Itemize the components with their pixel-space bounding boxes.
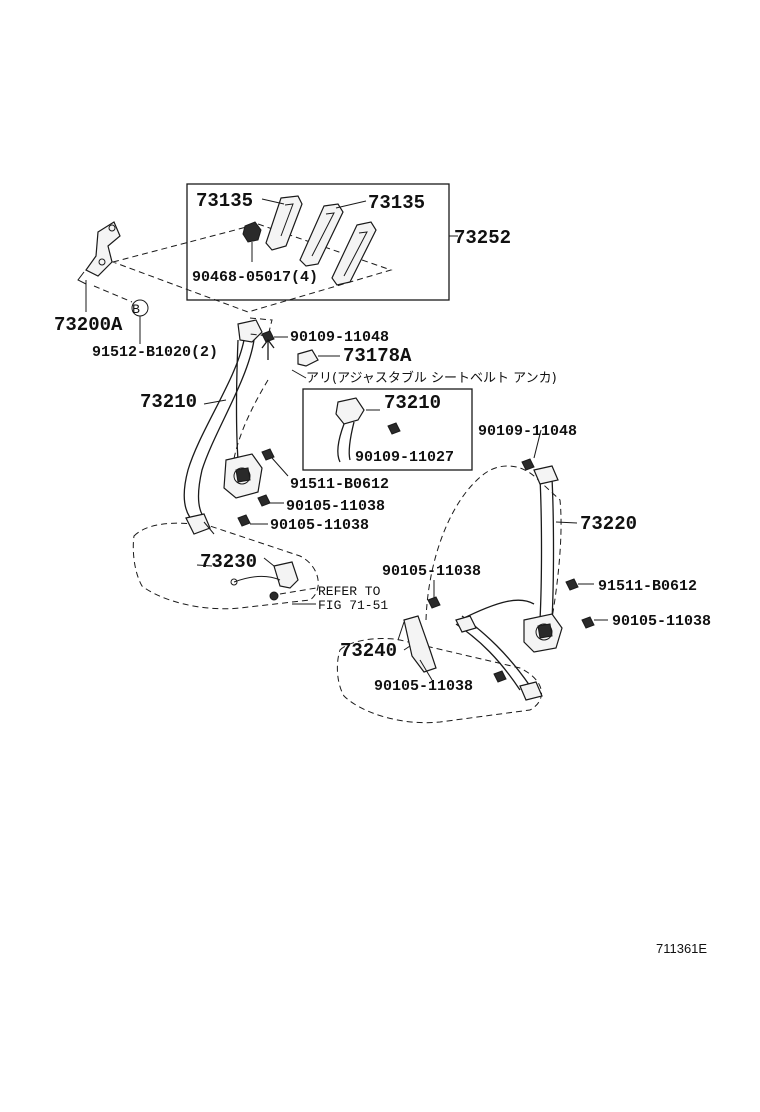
label-73252: 73252 [454,227,511,249]
bolt-90105-d [581,616,595,629]
cover-73135-right [331,221,377,286]
figure-code: 711361E [656,941,707,956]
bolt-90109-11027 [387,422,401,435]
label-90105-b: 90105-11038 [270,517,369,534]
bolt-90105-a [257,494,271,507]
label-73178A: 73178A [343,345,412,367]
anchor-bracket-73200A [77,221,121,312]
label-73230: 73230 [200,551,257,573]
label-refer-line2: FIG 71-51 [318,598,388,613]
label-90468: 90468-05017(4) [192,269,318,286]
label-90105-c: 90105-11038 [382,563,481,580]
nut-refer [269,591,279,601]
bolt-90105-c [427,596,441,609]
bolt-90105-e [493,670,507,683]
label-73210-left: 73210 [140,391,197,413]
label-73200A: 73200A [54,314,123,336]
left-seat-belt-assembly [132,317,340,610]
bolt-90109-top [261,330,275,343]
label-73210-box: 73210 [384,392,441,414]
bolt-90109-right [521,458,535,471]
buckle-73230 [273,561,299,589]
label-90109-right: 90109-11048 [478,423,577,440]
label-73135-a: 73135 [196,190,253,212]
adjuster-cover-73178A [297,349,319,367]
buckle-73240 [403,615,437,673]
label-73135-b: 73135 [368,192,425,214]
cover-73135-middle [299,203,344,267]
callout-labels: 73135 73135 73252 90468-05017(4) 73200A … [54,190,711,956]
label-91511-left: 91511-B0612 [290,476,389,493]
leader-lines [196,198,578,651]
note-adjustable-anchor: アリ(アジャスタブル シートベルト アンカ) [306,370,557,386]
label-90105-e: 90105-11038 [374,678,473,695]
clip-90468 [242,221,262,243]
cover-73135-left [265,195,303,251]
label-73220: 73220 [580,513,637,535]
bolt-90105-b [237,514,251,527]
label-91512: 91512-B1020(2) [92,344,218,361]
label-marker-b: B [132,302,140,317]
marker-b [93,285,149,344]
label-73240: 73240 [340,640,397,662]
label-91511-right: 91511-B0612 [598,578,697,595]
inset-box-73252 [111,183,450,313]
bolt-91511-left [261,448,275,461]
label-90105-d: 90105-11038 [612,613,711,630]
label-refer-line1: REFER TO [318,584,381,599]
label-90105-a: 90105-11038 [286,498,385,515]
inset-box-73210 [302,388,473,471]
bolt-91511-right [565,578,579,591]
label-90109-11027: 90109-11027 [355,449,454,466]
label-90109-top: 90109-11048 [290,329,389,346]
right-seat-belt-assembly [336,458,608,724]
